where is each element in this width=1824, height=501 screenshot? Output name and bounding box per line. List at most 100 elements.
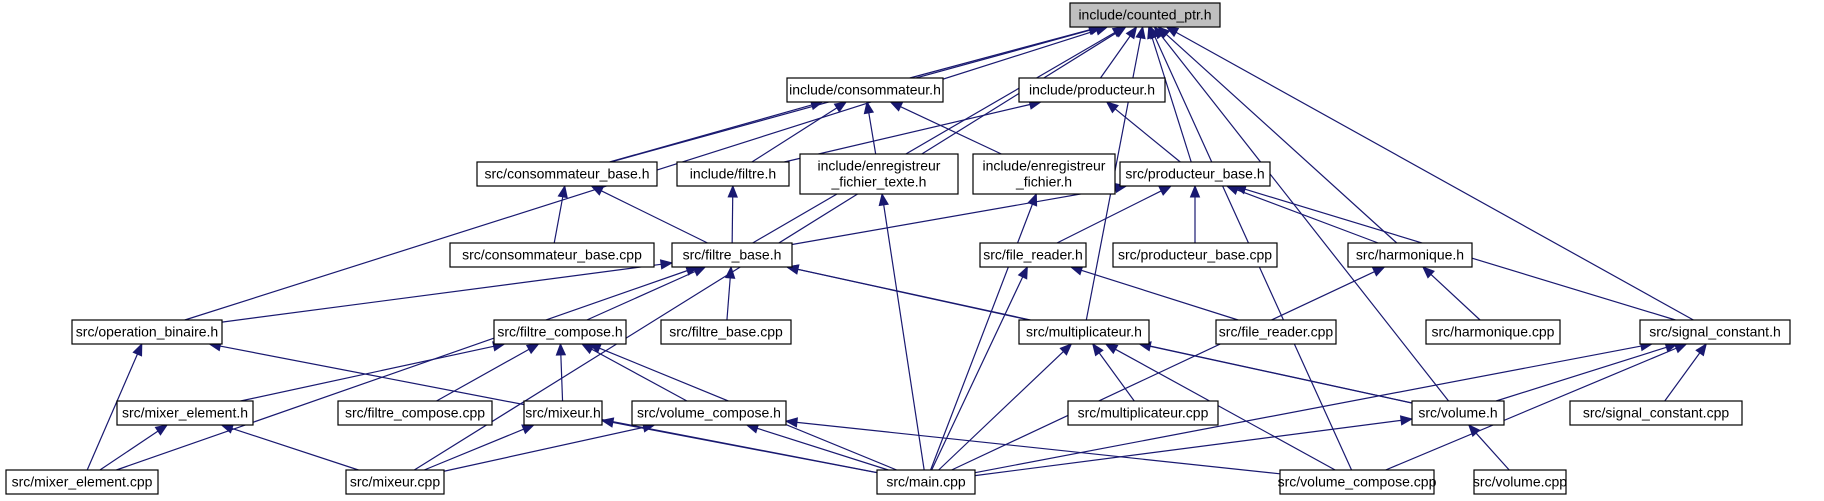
edge-filtre_h-to-producteur [784, 103, 1031, 163]
edge-harmonique_h-to-counted_ptr [1166, 33, 1398, 244]
node-box [116, 400, 254, 426]
node-multiplicateur-cpp[interactable]: src/multiplicateur.cpp [1067, 400, 1219, 426]
edge-volume_h-to-multiplicateur_h [1150, 345, 1413, 404]
node-label: include/enregistreur [818, 158, 941, 174]
node-producteur[interactable]: include/producteur.h [1018, 77, 1166, 103]
node-file-reader-h[interactable]: src/file_reader.h [979, 242, 1087, 268]
node-label: src/mixeur.cpp [350, 474, 440, 490]
edge-mixer_element_cpp-to-filtre_base_h [116, 270, 688, 471]
arrowhead-volume_compose_cpp-to-multiplicateur_h [1104, 343, 1119, 355]
node-mixer-element-cpp[interactable]: src/mixer_element.cpp [5, 469, 159, 495]
node-label: src/multiplicateur.h [1026, 324, 1142, 340]
arrowhead-mixeur_h-to-filtre_compose_h [555, 342, 567, 356]
node-box [1569, 400, 1743, 426]
node-producteur-base-h[interactable]: src/producteur_base.h [1119, 161, 1271, 187]
node-filtre-base-cpp[interactable]: src/filtre_base.cpp [660, 319, 792, 345]
edge-filtre_base_h-to-filtre_h [731, 196, 734, 244]
edge-signal_constant_cpp-to-signal_constant_h [1664, 352, 1701, 402]
arrowhead-main_cpp-to-harmonique_h [1371, 266, 1386, 277]
edge-signal_constant_h-to-counted_ptr [1175, 31, 1694, 321]
node-label: _fichier_texte.h [831, 174, 927, 190]
node-label: src/operation_binaire.h [76, 324, 218, 340]
node-harmonique-cpp[interactable]: src/harmonique.cpp [1425, 319, 1561, 345]
node-volume-h[interactable]: src/volume.h [1411, 400, 1505, 426]
node-multiplicateur-h[interactable]: src/multiplicateur.h [1018, 319, 1150, 345]
node-label: src/harmonique.h [1356, 247, 1464, 263]
edge-main_cpp-to-volume_h [974, 419, 1402, 477]
node-box [345, 469, 445, 495]
node-box [1018, 77, 1166, 103]
node-box [631, 400, 787, 426]
node-label: src/mixer_element.cpp [12, 474, 153, 490]
node-consommateur[interactable]: include/consommateur.h [786, 77, 944, 103]
arrowhead-mixer_element_cpp-to-operation_binaire [132, 342, 143, 357]
node-consommateur-base-cpp[interactable]: src/consommateur_base.cpp [449, 242, 655, 268]
node-label: src/mixer_element.h [122, 405, 248, 421]
edge-harmonique_h-to-producteur_base_h [1236, 189, 1379, 244]
node-enreg-texte[interactable]: include/enregistreur_fichier_texte.h [799, 153, 959, 195]
arrowhead-main_cpp-to-volume_h [1399, 415, 1414, 426]
node-operation-binaire[interactable]: src/operation_binaire.h [71, 319, 223, 345]
node-label: src/harmonique.cpp [1432, 324, 1555, 340]
edge-volume_h-to-counted_ptr [1160, 35, 1450, 402]
edge-filtre_base_h-to-producteur_base_h [791, 187, 1116, 246]
node-label: src/volume_compose.h [637, 405, 781, 421]
node-producteur-base-cpp[interactable]: src/producteur_base.cpp [1112, 242, 1278, 268]
node-harmonique-h[interactable]: src/harmonique.h [1347, 242, 1473, 268]
node-filtre-h[interactable]: include/filtre.h [676, 161, 790, 187]
node-label: src/volume.cpp [1473, 474, 1567, 490]
node-box [1411, 400, 1505, 426]
edge-file_reader_h-to-producteur_base_h [1056, 190, 1162, 244]
node-box [5, 469, 159, 495]
node-volume-compose-cpp[interactable]: src/volume_compose.cpp [1278, 469, 1437, 495]
node-box [1473, 469, 1567, 495]
arrowhead-harmonique_cpp-to-harmonique_h [1421, 266, 1435, 279]
node-volume-cpp[interactable]: src/volume.cpp [1473, 469, 1567, 495]
arrowhead-file_reader_h-to-producteur_base_h [1158, 185, 1173, 196]
node-label: src/filtre_base.cpp [669, 324, 783, 340]
edge-filtre_compose_cpp-to-filtre_compose_h [436, 348, 530, 402]
edge-volume_cpp-to-volume_h [1475, 432, 1510, 471]
node-filtre-compose-cpp[interactable]: src/filtre_compose.cpp [337, 400, 493, 426]
edge-volume_compose_cpp-to-volume_compose_h [796, 421, 1281, 475]
node-enreg-fichier[interactable]: include/enregistreur_fichier.h [972, 153, 1116, 195]
node-volume-compose-h[interactable]: src/volume_compose.h [631, 400, 787, 426]
node-box [676, 161, 790, 187]
arrowhead-producteur-to-counted_ptr [1125, 25, 1138, 40]
node-filtre-base-h[interactable]: src/filtre_base.h [671, 242, 793, 268]
edge-enreg_fichier-to-consommateur [900, 106, 1002, 155]
arrowhead-signal_constant_cpp-to-signal_constant_h [1695, 342, 1708, 357]
arrowhead-filtre_h-to-consommateur [833, 101, 848, 113]
node-mixeur-h[interactable]: src/mixeur.h [523, 400, 603, 426]
node-mixeur-cpp[interactable]: src/mixeur.cpp [345, 469, 445, 495]
node-signal-constant-cpp[interactable]: src/signal_constant.cpp [1569, 400, 1743, 426]
edge-mixer_element_cpp-to-mixer_element_h [99, 430, 159, 471]
node-label: include/producteur.h [1029, 82, 1155, 98]
node-consommateur-base-h[interactable]: src/consommateur_base.h [476, 161, 658, 187]
node-box [786, 77, 944, 103]
node-filtre-compose-h[interactable]: src/filtre_compose.h [493, 319, 627, 345]
edge-mixeur_cpp-to-mixer_element_h [231, 427, 359, 471]
edge-main_cpp-to-mixeur_h [612, 421, 878, 474]
node-box [979, 242, 1087, 268]
node-label: src/volume.h [1418, 405, 1497, 421]
node-label: src/consommateur_base.h [485, 166, 650, 182]
node-mixer-element-h[interactable]: src/mixer_element.h [116, 400, 254, 426]
node-label: src/producteur_base.cpp [1118, 247, 1272, 263]
node-counted-ptr[interactable]: include/counted_ptr.h [1069, 2, 1221, 28]
edge-volume_h-to-signal_constant_h [1495, 346, 1667, 402]
node-label: include/filtre.h [690, 166, 776, 182]
arrowhead-producteur_base_cpp-to-producteur_base_h [1189, 184, 1201, 198]
edge-filtre_base_h-to-counted_ptr [752, 32, 1116, 244]
edge-filtre_compose_h-to-filtre_base_h [586, 270, 696, 321]
node-file-reader-cpp[interactable]: src/file_reader.cpp [1215, 319, 1337, 345]
arrowhead-main_cpp-to-multiplicateur_h [1059, 343, 1073, 356]
node-box [337, 400, 493, 426]
arrowhead-mixeur_cpp-to-counted_ptr [1113, 26, 1127, 38]
edge-mixeur_cpp-to-mixeur_h [423, 428, 524, 471]
node-main-cpp[interactable]: src/main.cpp [876, 469, 976, 495]
arrowhead-main_cpp-to-enreg_texte [878, 192, 889, 207]
node-signal-constant-h[interactable]: src/signal_constant.h [1639, 319, 1791, 345]
node-box [71, 319, 223, 345]
arrowhead-volume_compose_cpp-to-volume_compose_h [784, 417, 798, 428]
